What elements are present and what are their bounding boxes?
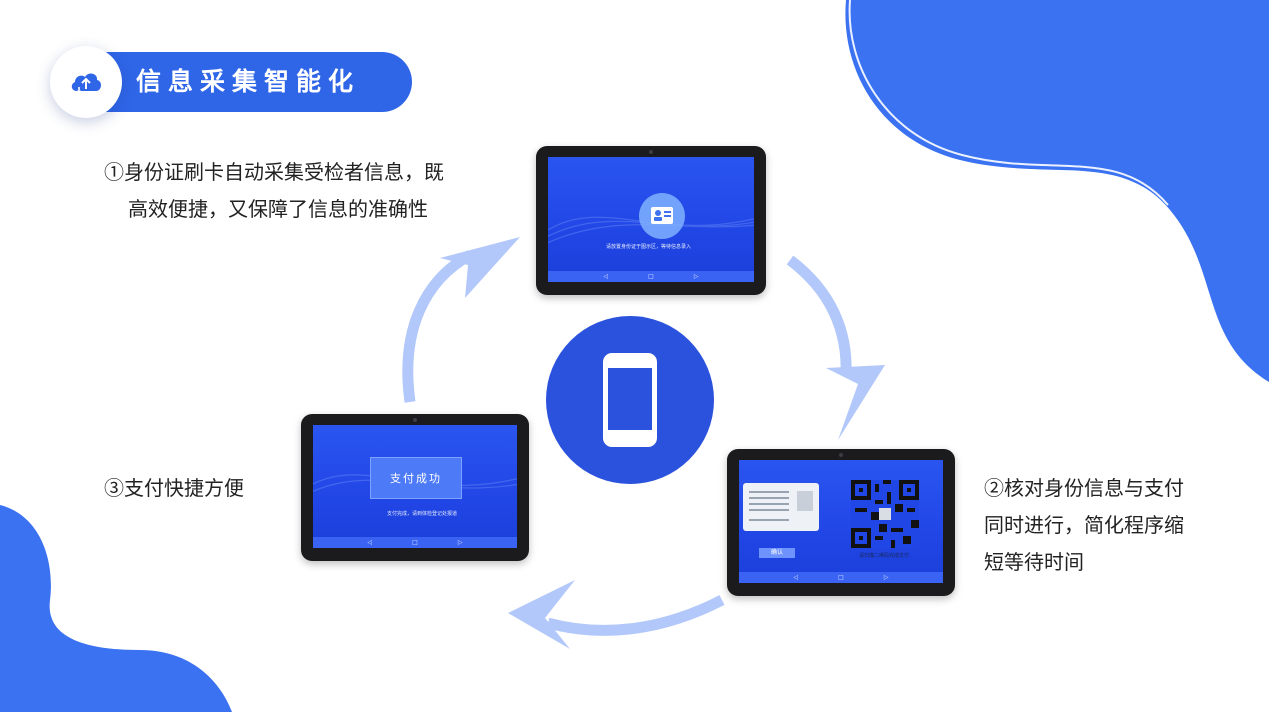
tablet-camera — [649, 150, 653, 154]
tablet-camera — [413, 418, 417, 422]
id-scan-prompt: 请放置身份证于图示区，等待信息录入 — [606, 244, 692, 250]
nav-home-button[interactable]: □ — [648, 273, 654, 280]
nav-home-button[interactable]: □ — [838, 574, 844, 581]
description-3-line1: ③支付快捷方便 — [104, 476, 244, 500]
nav-back-button[interactable]: ◁ — [603, 273, 609, 280]
android-navbar: ◁ □ ▷ — [313, 537, 517, 548]
id-card-preview — [743, 483, 819, 531]
tablet-screen: 确认 请扫描二维码完成支付 ◁ □ ▷ — [739, 460, 943, 583]
status-bar — [739, 460, 943, 468]
smartphone-icon — [603, 353, 657, 447]
description-2-line2: 同时进行，简化程序缩 — [984, 513, 1184, 537]
tablet-screen: 支付成功 支付完成，请到体检登记处报道 ◁ □ ▷ — [313, 425, 517, 548]
nav-recent-button[interactable]: ▷ — [883, 574, 889, 581]
description-1: ①身份证刷卡自动采集受检者信息，既 高效便捷，又保障了信息的准确性 — [104, 154, 444, 228]
id-card-lines — [749, 491, 789, 493]
tablet-camera — [839, 453, 843, 457]
description-2: ②核对身份信息与支付 同时进行，简化程序缩 短等待时间 — [984, 470, 1184, 581]
description-1-line1: ①身份证刷卡自动采集受检者信息，既 — [104, 160, 444, 184]
android-navbar: ◁ □ ▷ — [548, 271, 754, 282]
page-title: 信息采集智能化 — [136, 67, 361, 96]
tablet-id-scan: 请放置身份证于图示区，等待信息录入 ◁ □ ▷ — [536, 146, 766, 295]
description-2-line3: 短等待时间 — [984, 550, 1084, 574]
nav-recent-button[interactable]: ▷ — [457, 539, 463, 546]
center-circle — [546, 316, 714, 484]
confirm-button-label: 确认 — [770, 549, 783, 556]
status-bar — [313, 425, 517, 433]
id-card-icon — [639, 193, 685, 239]
tablet-verify-pay: 确认 请扫描二维码完成支付 ◁ □ ▷ — [727, 449, 955, 596]
tablet-payment-success: 支付成功 支付完成，请到体检登记处报道 ◁ □ ▷ — [301, 414, 529, 561]
nav-back-button[interactable]: ◁ — [793, 574, 799, 581]
nav-recent-button[interactable]: ▷ — [693, 273, 699, 280]
tablet-screen: 请放置身份证于图示区，等待信息录入 ◁ □ ▷ — [548, 157, 754, 282]
cloud-upload-icon — [71, 73, 102, 95]
nav-back-button[interactable]: ◁ — [367, 539, 373, 546]
id-card-photo — [797, 491, 813, 511]
android-navbar: ◁ □ ▷ — [739, 572, 943, 583]
nav-home-button[interactable]: □ — [412, 539, 418, 546]
payment-success-label: 支付成功 — [390, 472, 442, 485]
description-2-line1: ②核对身份信息与支付 — [984, 476, 1184, 500]
confirm-button[interactable]: 确认 — [759, 548, 795, 558]
description-3: ③支付快捷方便 — [104, 470, 244, 507]
payment-hint: 支付完成，请到体检登记处报道 — [387, 511, 458, 517]
qr-caption: 请扫描二维码完成支付 — [859, 553, 910, 559]
qr-code-icon — [851, 480, 919, 548]
payment-success-box: 支付成功 — [370, 457, 462, 499]
description-1-line2: 高效便捷，又保障了信息的准确性 — [128, 197, 428, 221]
status-bar — [548, 157, 754, 165]
title-icon-badge — [50, 46, 122, 118]
